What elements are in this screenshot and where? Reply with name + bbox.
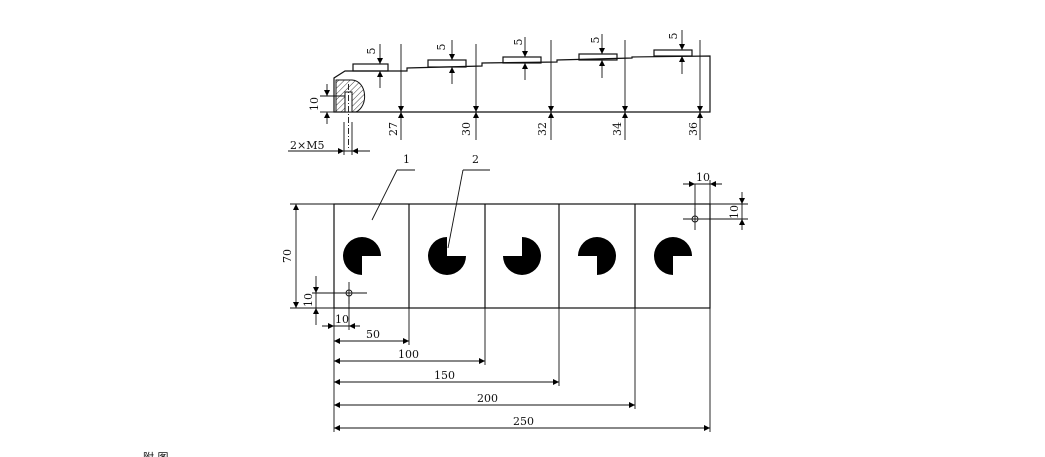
corner-offset-y-dim: 10: [698, 192, 748, 230]
sensor-disc-2: [428, 237, 466, 275]
height-label-2: 5: [435, 44, 448, 51]
side-view-outline: [333, 55, 711, 113]
pad-5: [653, 49, 693, 57]
callout-2: 2: [447, 153, 490, 249]
corner-offset-x-dim: 10: [683, 171, 722, 216]
top-view-outline: [333, 203, 711, 309]
height-label-4: 5: [589, 37, 602, 44]
width-label-200: 200: [477, 392, 498, 405]
width-label-50: 50: [366, 328, 380, 341]
sensor-disc-5: [654, 237, 692, 275]
hole-offset-y-dim: 10: [302, 276, 340, 325]
height-label-3: 5: [512, 39, 525, 46]
hole-offset-x-label: 10: [335, 313, 349, 326]
width-label-150: 150: [434, 369, 455, 382]
height-dim-4: 5: [589, 34, 605, 78]
pad-1: [352, 63, 389, 72]
depth-label-2: 30: [460, 122, 473, 136]
width-dim-100: 100: [334, 348, 485, 364]
callout-1: 1: [371, 153, 415, 221]
width-label-250: 250: [513, 415, 534, 428]
depth-dim-3: 32: [536, 40, 554, 140]
width-dims: 50 100 150 200: [333, 308, 711, 432]
thread-callout: 2×M5: [288, 122, 370, 155]
width-label-100: 100: [398, 348, 419, 361]
depth-dim-2: 30: [460, 44, 479, 140]
hole-marker-left: [337, 282, 367, 304]
callout-1-label: 1: [403, 153, 410, 166]
width-dim-150: 150: [334, 369, 559, 385]
pad-2: [427, 59, 467, 68]
height-70-dim: 70: [281, 203, 334, 309]
thread-label: 2×M5: [290, 139, 324, 152]
sensor-disc-4: [578, 237, 616, 275]
height-label-5: 5: [667, 33, 680, 40]
caption-fragment: 附 图: [143, 450, 169, 457]
depth-label-5: 36: [687, 122, 700, 136]
hole-offset-x-dim: 10: [322, 296, 360, 330]
depth-dim-4: 34: [611, 40, 628, 140]
base-height-dim: 10: [308, 84, 345, 124]
side-view: 5 5 5 5 5: [288, 30, 711, 155]
width-dim-250: 250: [334, 415, 710, 431]
height-dim-5: 5: [667, 30, 685, 74]
hole-offset-y-label: 10: [302, 293, 315, 307]
depth-label-1: 27: [387, 122, 400, 136]
sensor-disc-1: [343, 237, 381, 275]
depth-dim-1: 27: [387, 44, 404, 140]
base-height-label: 10: [308, 97, 321, 111]
depth-dim-5: 36: [687, 40, 703, 140]
pad-3: [502, 56, 542, 64]
callout-2-label: 2: [472, 153, 479, 166]
sensor-disc-3: [503, 237, 541, 275]
height-dim-1: 5: [365, 44, 383, 88]
depth-label-3: 32: [536, 122, 549, 136]
corner-offset-y-label: 10: [728, 205, 741, 219]
width-dim-50: 50: [334, 328, 409, 344]
height-dim-2: 5: [435, 40, 455, 84]
height-70-label: 70: [281, 249, 294, 263]
pad-4: [578, 53, 618, 61]
corner-offset-x-label: 10: [696, 171, 710, 184]
height-dim-3: 5: [512, 37, 528, 80]
top-view: 1 2 70: [281, 153, 748, 432]
height-label-1: 5: [365, 48, 378, 55]
depth-label-4: 34: [611, 122, 624, 136]
width-dim-200: 200: [334, 392, 635, 408]
